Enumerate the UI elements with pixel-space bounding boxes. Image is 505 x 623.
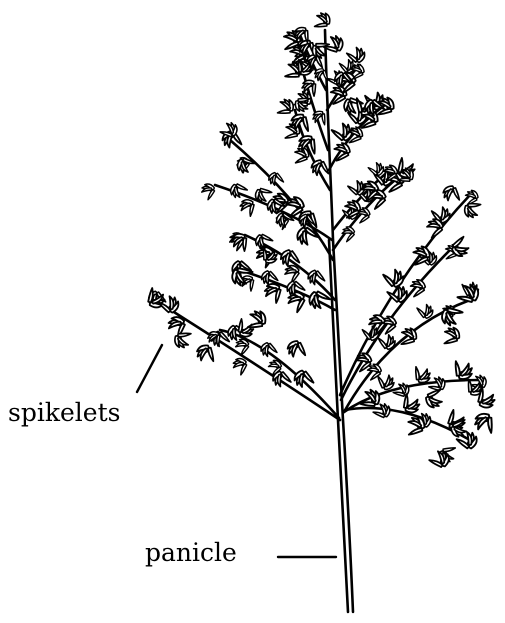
spikelet xyxy=(275,96,297,118)
spikelet xyxy=(260,342,277,357)
spikelet xyxy=(312,10,333,32)
spikelet xyxy=(286,340,307,359)
floret xyxy=(431,227,443,237)
main-culm xyxy=(325,30,353,612)
spikelet xyxy=(285,289,309,314)
floret xyxy=(339,63,348,73)
floret xyxy=(417,308,425,318)
panicle-branch xyxy=(155,300,340,420)
spikelet xyxy=(378,335,395,350)
floret xyxy=(360,215,370,223)
floret xyxy=(427,223,440,229)
floret xyxy=(286,202,300,207)
floret xyxy=(316,271,325,282)
floret xyxy=(393,269,399,283)
spikelet xyxy=(341,226,356,243)
spikelets-label: spikelets xyxy=(8,400,120,425)
floret xyxy=(440,207,445,220)
floret xyxy=(276,173,284,183)
spikelet xyxy=(261,280,286,305)
floret xyxy=(387,335,391,347)
spikelet xyxy=(383,269,405,288)
floret xyxy=(268,364,279,369)
spikelets-leader-line xyxy=(137,345,162,392)
spikelet xyxy=(425,387,444,408)
floret xyxy=(425,304,429,315)
spikelet xyxy=(441,325,462,347)
spikelet xyxy=(308,270,325,285)
floret xyxy=(383,274,394,287)
floret xyxy=(378,338,387,349)
spikelet xyxy=(472,410,499,436)
spikelet xyxy=(410,280,425,297)
panicle-label: panicle xyxy=(145,540,237,565)
floret xyxy=(265,346,270,357)
spikelet xyxy=(442,184,462,203)
floret xyxy=(452,237,465,248)
spikelet xyxy=(417,304,433,319)
spikelet xyxy=(294,370,314,388)
spikelet xyxy=(195,343,218,365)
